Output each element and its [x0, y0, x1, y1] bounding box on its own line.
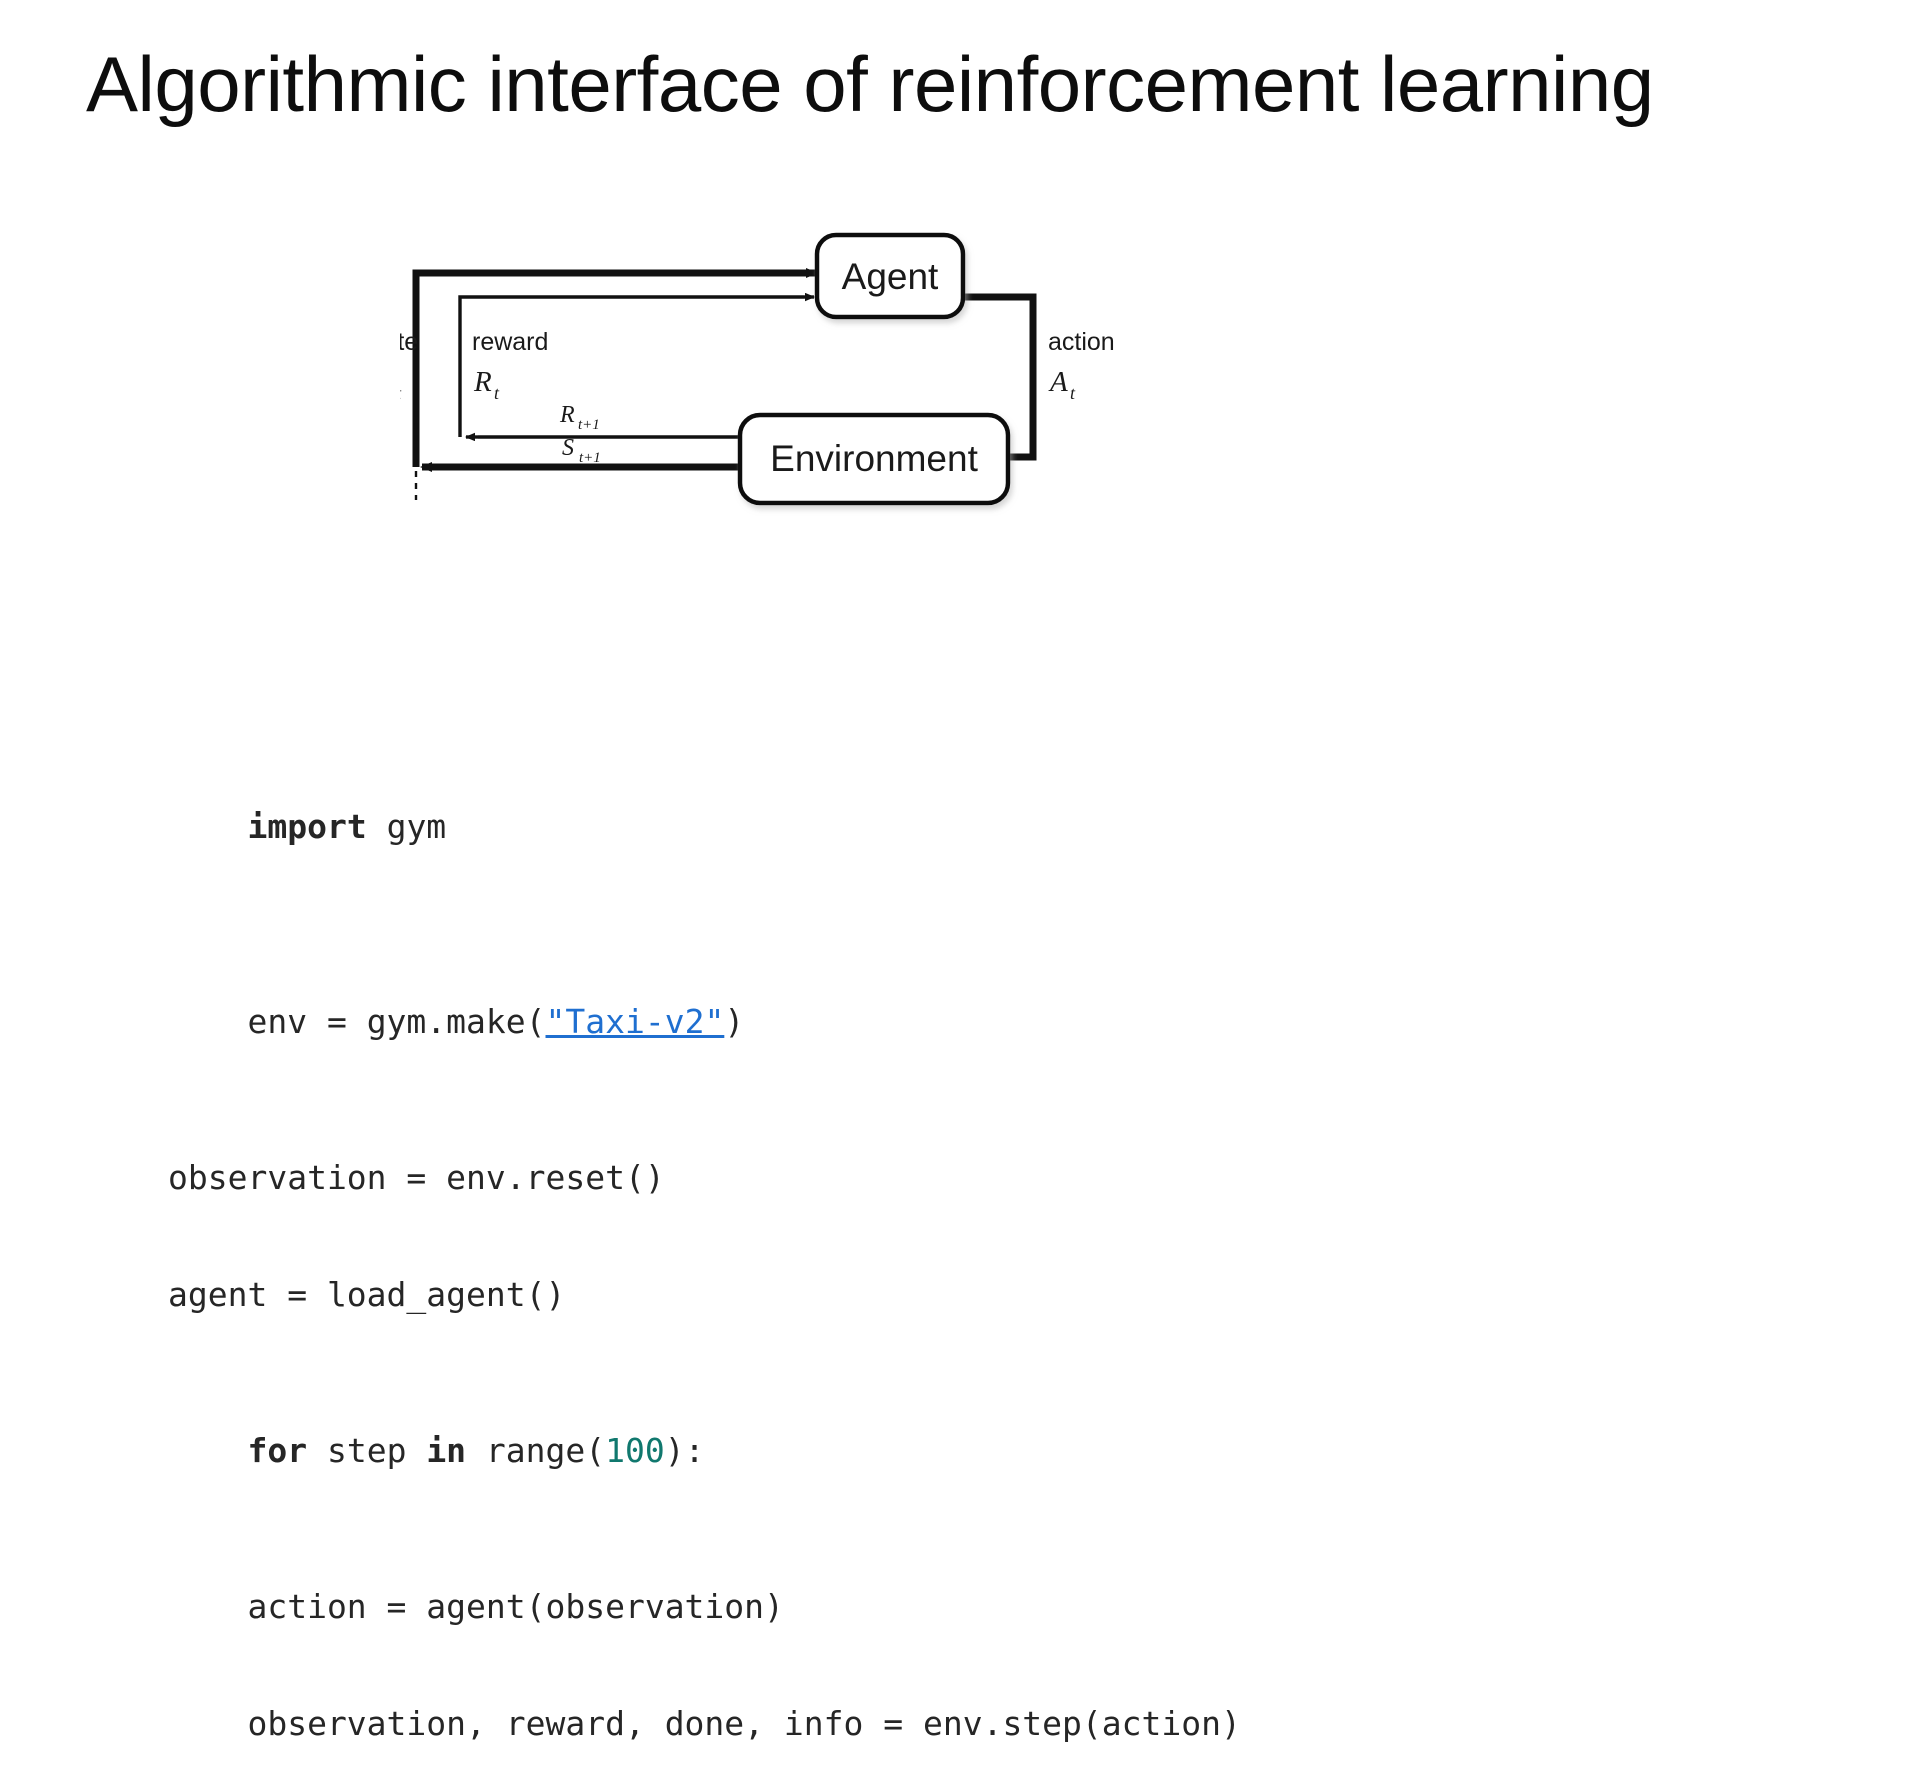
- rl-diagram-svg: Agent Environment state S t reward R t a…: [400, 232, 1115, 506]
- state-symbol: S t: [400, 383, 402, 403]
- svg-text:t+1: t+1: [578, 417, 600, 433]
- svg-text:t: t: [400, 383, 402, 403]
- svg-text:R: R: [473, 366, 492, 398]
- code-line-2: env = gym.make("Taxi-v2"): [168, 963, 1241, 1080]
- svg-text:S: S: [562, 435, 574, 461]
- svg-text:A: A: [1048, 366, 1068, 398]
- code-text: step: [307, 1431, 427, 1470]
- code-text: range(: [466, 1431, 606, 1470]
- next-state-symbol: S t+1: [562, 435, 601, 466]
- page-title: Algorithmic interface of reinforcement l…: [86, 40, 1654, 128]
- agent-node: [814, 232, 966, 320]
- code-number-100: 100: [605, 1431, 665, 1470]
- reward-path: [458, 295, 804, 437]
- code-line-4: agent = load_agent(): [168, 1275, 566, 1314]
- code-line-1: import gym: [168, 768, 1241, 885]
- code-block: import gym env = gym.make("Taxi-v2") obs…: [168, 690, 1241, 1782]
- action-edge-label: action: [1048, 328, 1115, 356]
- reward-edge-label: reward: [472, 328, 548, 356]
- state-edge-label: state: [400, 328, 418, 356]
- next-reward-symbol: R t+1: [559, 402, 600, 433]
- code-line-3: observation = env.reset(): [168, 1158, 665, 1197]
- reward-symbol: R t: [473, 366, 500, 403]
- state-path: [412, 269, 804, 467]
- agent-node-label: Agent: [842, 256, 939, 297]
- code-string-link-taxi-v2[interactable]: "Taxi-v2": [545, 1002, 725, 1041]
- code-text: ): [724, 1002, 745, 1041]
- code-line-5: for step in range(100):: [168, 1392, 1241, 1509]
- action-symbol: A t: [1048, 366, 1076, 403]
- code-keyword-import: import: [247, 807, 367, 846]
- code-keyword-for: for: [247, 1431, 308, 1470]
- code-keyword-in: in: [426, 1431, 467, 1470]
- svg-text:t: t: [494, 383, 500, 403]
- code-text: gym: [366, 807, 447, 846]
- environment-node-label: Environment: [770, 438, 978, 479]
- code-line-7: observation, reward, done, info = env.st…: [168, 1704, 1241, 1743]
- code-text: env = gym.make(: [247, 1002, 546, 1041]
- svg-text:t+1: t+1: [579, 450, 601, 466]
- svg-text:t: t: [1070, 383, 1076, 403]
- code-text: ):: [664, 1431, 705, 1470]
- environment-node: [737, 412, 1011, 506]
- svg-text:R: R: [559, 402, 575, 428]
- code-line-6: action = agent(observation): [168, 1587, 784, 1626]
- rl-interaction-diagram: Agent Environment state S t reward R t a…: [400, 215, 1320, 535]
